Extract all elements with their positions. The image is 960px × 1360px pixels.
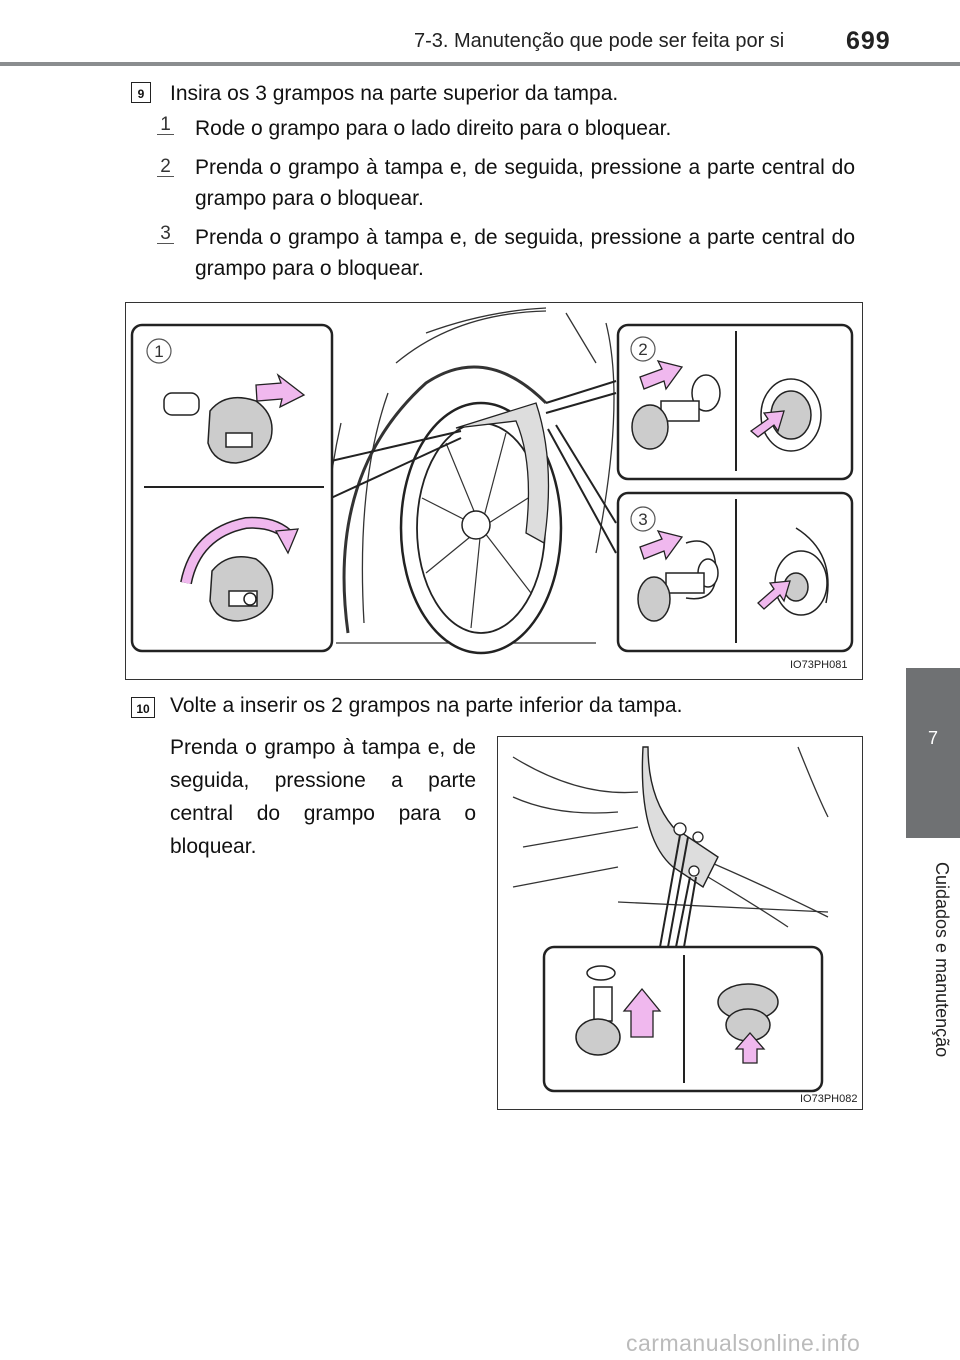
- chapter-number: 7: [927, 728, 938, 748]
- chapter-tab: [906, 668, 960, 838]
- substep-3-number: 3: [157, 223, 174, 245]
- figure-front-fender-clips: 1 2: [125, 302, 863, 680]
- callout-2-label: 2: [638, 340, 647, 359]
- figure-1-illustration: 1 2: [130, 307, 854, 655]
- step-10-badge: 10: [131, 697, 155, 718]
- callout-3-circle: [630, 506, 656, 532]
- push-arrow-4b: [734, 1032, 766, 1064]
- push-arrow-2a: [639, 360, 684, 391]
- section-title: 7-3. Manutenção que pode ser feita por s…: [414, 30, 785, 52]
- push-arrow-2b: [749, 410, 785, 438]
- page-number: 699: [846, 27, 891, 55]
- clip-2b: [760, 378, 822, 452]
- header-divider: [0, 62, 960, 66]
- clip-lower-1: [209, 556, 274, 622]
- figure-2-illustration: [512, 746, 829, 1093]
- wheel-arch: [342, 365, 548, 634]
- figure-lower-fender-clips: IO73PH082: [497, 736, 863, 1110]
- chapter-title: Cuidados e manutenção: [932, 862, 952, 1058]
- clip-3a: [637, 540, 719, 622]
- clip-4b: [717, 983, 779, 1042]
- substep-3-text: Prenda o grampo à tampa e, de seguida, p…: [195, 226, 855, 280]
- callout-3-label: 3: [638, 510, 647, 529]
- clip-4a: [575, 965, 621, 1056]
- step-10-text: Volte a inserir os 2 grampos na parte in…: [170, 694, 683, 717]
- substep-1-number: 1: [157, 114, 174, 136]
- step-10-detail: Prenda o grampo à tampa e, de seguida, p…: [170, 736, 476, 858]
- substep-2-text: Prenda o grampo à tampa e, de seguida, p…: [195, 156, 855, 210]
- leader-lines: [330, 380, 617, 554]
- step-9-badge: 9: [131, 82, 151, 103]
- figure-1-code: IO73PH081: [790, 659, 848, 671]
- clip-2a: [631, 374, 721, 450]
- callout-1-circle: [146, 338, 172, 364]
- watermark: carmanualsonline.info: [626, 1330, 861, 1356]
- wheel-hub: [461, 510, 491, 540]
- clip-3b: [774, 527, 829, 616]
- callout-2-circle: [630, 336, 656, 362]
- rotate-arrow: [181, 518, 295, 584]
- push-arrow-3a: [639, 530, 684, 561]
- callout-1-label: 1: [154, 342, 163, 361]
- push-arrow-4a: [622, 987, 662, 1038]
- figure-2-code: IO73PH082: [800, 1093, 858, 1105]
- step-9-text: Insira os 3 grampos na parte superior da…: [170, 82, 619, 105]
- push-arrow-3b: [757, 580, 791, 610]
- push-arrow-1: [255, 373, 306, 409]
- fender-liner: [455, 402, 550, 545]
- leader-lines-2: [659, 834, 697, 948]
- lower-liner: [641, 746, 719, 889]
- substep-2-number: 2: [157, 156, 174, 178]
- substep-1-text: Rode o grampo para o lado direito para o…: [195, 117, 672, 140]
- clip-upper-1: [163, 392, 273, 464]
